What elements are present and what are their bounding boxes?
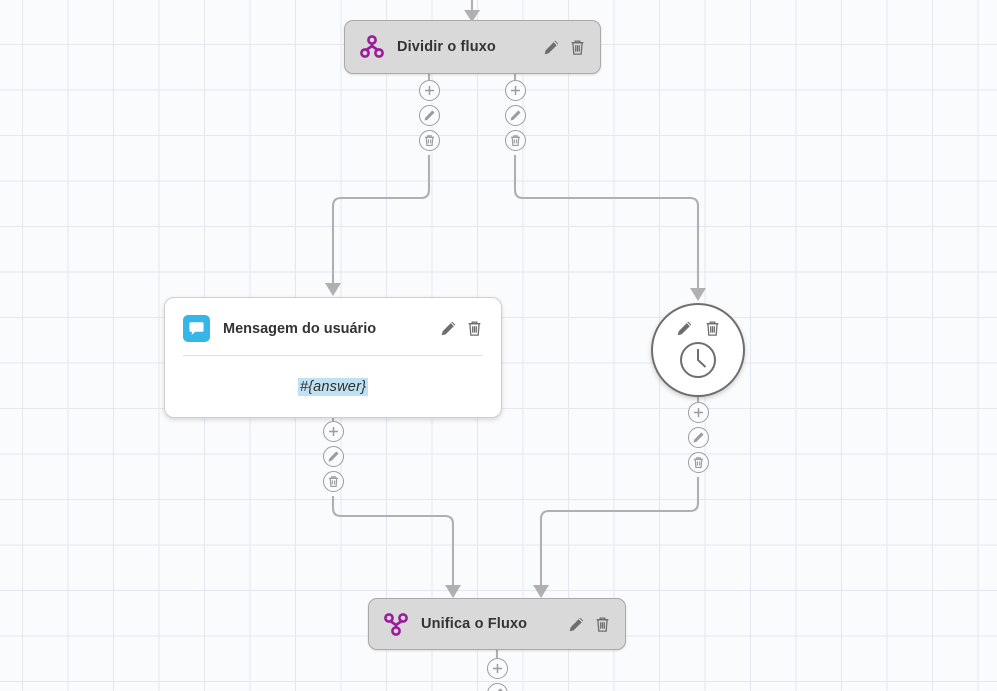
delete-connection-icon[interactable] xyxy=(688,452,709,473)
merge-flow-icon xyxy=(383,611,409,637)
arrowhead-merge-in-left xyxy=(445,585,461,598)
node-actions xyxy=(543,39,586,56)
edit-connection-icon[interactable] xyxy=(688,427,709,448)
edit-connection-icon[interactable] xyxy=(419,105,440,126)
edit-connection-icon[interactable] xyxy=(505,105,526,126)
edit-icon[interactable] xyxy=(543,39,560,56)
port-stack-message[interactable] xyxy=(323,421,344,492)
add-node-button[interactable] xyxy=(487,658,508,679)
delete-connection-icon[interactable] xyxy=(419,130,440,151)
divider xyxy=(183,355,483,356)
node-actions xyxy=(676,320,721,337)
node-actions xyxy=(440,320,483,337)
edge-delay-to-merge xyxy=(539,477,700,585)
edit-connection-icon[interactable] xyxy=(323,446,344,467)
node-header: Mensagem do usuário xyxy=(165,298,501,342)
node-delay[interactable] xyxy=(651,303,745,397)
port-stack-merge[interactable] xyxy=(487,658,508,691)
node-actions xyxy=(568,616,611,633)
port-stack-split-right[interactable] xyxy=(505,80,526,151)
edge-split-left-to-message xyxy=(331,155,431,283)
arrowhead-delay-in xyxy=(690,288,706,301)
edit-icon[interactable] xyxy=(676,320,693,337)
edit-icon[interactable] xyxy=(440,320,457,337)
node-title: Mensagem do usuário xyxy=(223,320,377,337)
add-node-button[interactable] xyxy=(419,80,440,101)
delete-icon[interactable] xyxy=(704,320,721,337)
delete-connection-icon[interactable] xyxy=(505,130,526,151)
message-variable-text: #{answer} xyxy=(297,377,369,396)
edge-split-right-to-delay xyxy=(513,155,700,288)
node-body: #{answer} xyxy=(165,356,501,417)
split-flow-icon xyxy=(359,34,385,60)
arrowhead-merge-in-right xyxy=(533,585,549,598)
node-dividir-o-fluxo[interactable]: Dividir o fluxo xyxy=(344,20,601,74)
delete-icon[interactable] xyxy=(594,616,611,633)
node-mensagem-do-usuario[interactable]: Mensagem do usuário xyxy=(164,297,502,418)
add-node-button[interactable] xyxy=(323,421,344,442)
arrowhead-message-in xyxy=(325,283,341,296)
node-title: Dividir o fluxo xyxy=(397,39,496,55)
chat-bubble-icon xyxy=(183,315,210,342)
node-title: Unifica o Fluxo xyxy=(421,616,528,632)
node-unifica-o-fluxo[interactable]: Unifica o Fluxo xyxy=(368,598,626,650)
add-node-button[interactable] xyxy=(505,80,526,101)
delete-connection-icon[interactable] xyxy=(323,471,344,492)
port-stack-delay[interactable] xyxy=(688,402,709,473)
edge-message-to-merge xyxy=(331,496,455,585)
edit-icon[interactable] xyxy=(568,616,585,633)
edit-connection-icon[interactable] xyxy=(487,683,508,691)
clock-icon xyxy=(678,340,718,385)
delete-icon[interactable] xyxy=(466,320,483,337)
add-node-button[interactable] xyxy=(688,402,709,423)
port-stack-split-left[interactable] xyxy=(419,80,440,151)
delete-icon[interactable] xyxy=(569,39,586,56)
